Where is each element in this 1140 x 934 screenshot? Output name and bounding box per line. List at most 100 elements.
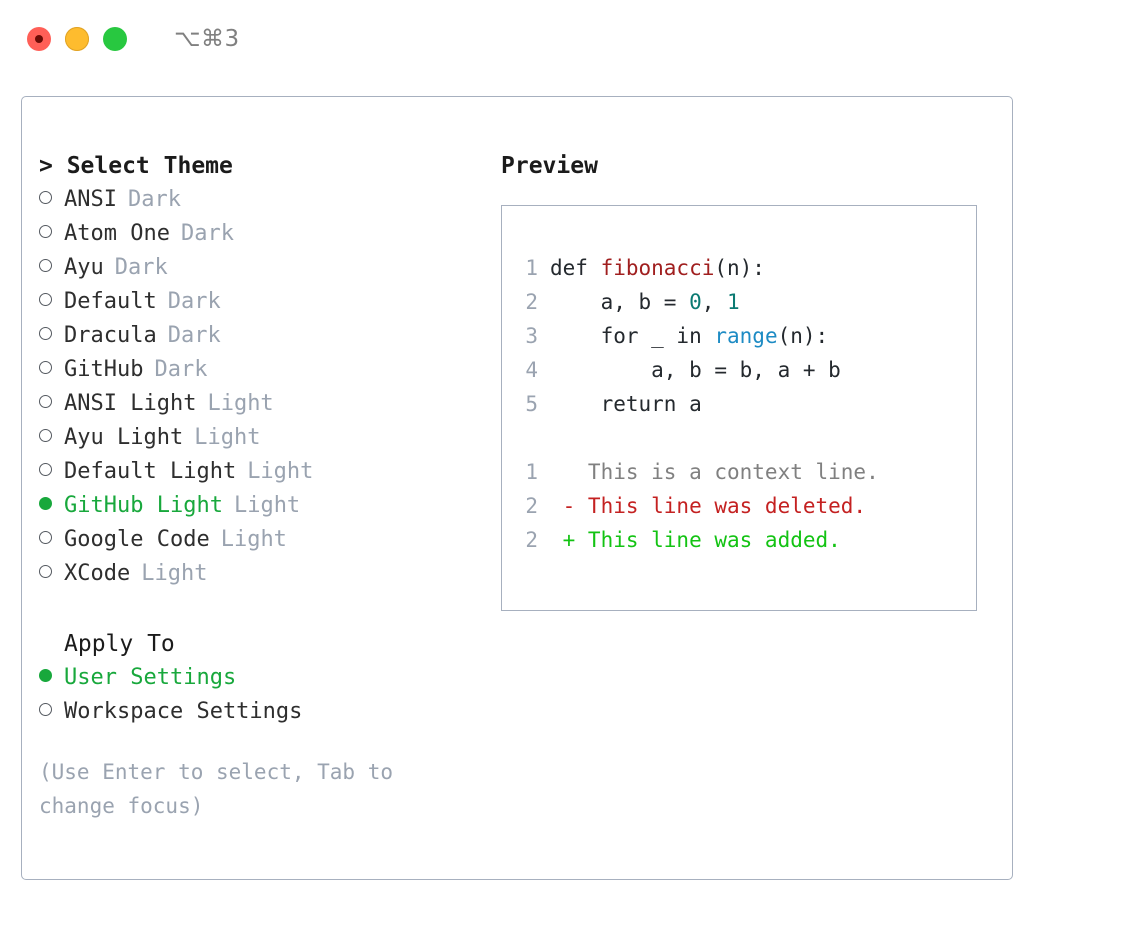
option-label: Ayu Light — [64, 425, 184, 450]
token-plain: a, b = b, a + b — [550, 358, 841, 382]
radio-unselected-icon[interactable] — [39, 703, 52, 716]
code-text: for _ in range(n): — [550, 319, 829, 353]
radio-unselected-icon[interactable] — [39, 463, 52, 476]
option-label: User Settings — [64, 665, 237, 690]
line-number: 2 — [525, 528, 538, 552]
radio-unselected-icon[interactable] — [39, 327, 52, 340]
preview-block-gap — [502, 421, 976, 455]
token-add: + This line was added. — [550, 528, 841, 552]
option-label: ANSI Light — [64, 391, 197, 416]
token-plain: for _ in — [550, 324, 715, 348]
radio-unselected-icon[interactable] — [39, 293, 52, 306]
section-spacer — [39, 591, 469, 627]
theme-option-ayu-light[interactable]: Ayu Light Light — [39, 421, 469, 455]
token-plain: a, b = — [550, 290, 690, 314]
select-theme-heading: > Select Theme — [39, 153, 233, 179]
option-badge: Light — [194, 425, 261, 450]
radio-unselected-icon[interactable] — [39, 429, 52, 442]
token-builtin: range — [714, 324, 778, 348]
code-row: 2 a, b = 0, 1 — [502, 285, 976, 319]
option-label: Default — [64, 289, 157, 314]
theme-option-github-light[interactable]: GitHub Light Light — [39, 489, 469, 523]
option-label: Atom One — [64, 221, 170, 246]
line-number: 4 — [525, 358, 538, 382]
keyboard-shortcut-label: ⌥⌘3 — [174, 26, 240, 52]
option-badge: Dark — [167, 323, 221, 348]
token-plain: , — [701, 290, 728, 314]
theme-option-xcode[interactable]: XCode Light — [39, 557, 469, 591]
option-badge: Light — [220, 527, 287, 552]
code-text: + This line was added. — [550, 523, 841, 557]
code-row: 5 return a — [502, 387, 976, 421]
option-label: Google Code — [64, 527, 210, 552]
token-num: 0 — [689, 290, 702, 314]
hint-spacer — [39, 729, 469, 755]
option-badge: Dark — [180, 221, 234, 246]
token-num: 1 — [727, 290, 740, 314]
diff-row: 2 + This line was added. — [502, 523, 976, 557]
apply-option-workspace-settings[interactable]: Workspace Settings — [39, 695, 469, 729]
diff-row: 1 This is a context line. — [502, 455, 976, 489]
token-fn: fibonacci — [600, 256, 715, 280]
line-number: 1 — [525, 256, 538, 280]
radio-unselected-icon[interactable] — [39, 225, 52, 238]
title-bar: ⌥⌘3 — [0, 0, 1140, 78]
close-window-button[interactable] — [27, 27, 51, 51]
maximize-window-button[interactable] — [103, 27, 127, 51]
preview-diff-block: 1 This is a context line.2 - This line w… — [502, 455, 976, 557]
theme-option-default[interactable]: Default Dark — [39, 285, 469, 319]
code-text: a, b = b, a + b — [550, 353, 841, 387]
option-label: ANSI — [64, 187, 117, 212]
code-row: 4 a, b = b, a + b — [502, 353, 976, 387]
radio-unselected-icon[interactable] — [39, 259, 52, 272]
code-text: This is a context line. — [550, 455, 879, 489]
radio-unselected-icon[interactable] — [39, 531, 52, 544]
option-label: GitHub Light — [64, 493, 223, 518]
theme-option-google-code[interactable]: Google Code Light — [39, 523, 469, 557]
option-badge: Light — [207, 391, 274, 416]
option-label: XCode — [64, 561, 131, 586]
token-plain: (n): — [777, 324, 829, 348]
code-text: return a — [550, 387, 702, 421]
option-badge: Light — [141, 561, 208, 586]
diff-row: 2 - This line was deleted. — [502, 489, 976, 523]
apply-option-user-settings[interactable]: User Settings — [39, 661, 469, 695]
radio-unselected-icon[interactable] — [39, 565, 52, 578]
theme-option-atom-one[interactable]: Atom One Dark — [39, 217, 469, 251]
radio-unselected-icon[interactable] — [39, 361, 52, 374]
option-badge: Dark — [154, 357, 208, 382]
minimize-window-button[interactable] — [65, 27, 89, 51]
radio-unselected-icon[interactable] — [39, 191, 52, 204]
token-del: - This line was deleted. — [550, 494, 867, 518]
option-label: GitHub — [64, 357, 144, 382]
theme-option-github[interactable]: GitHub Dark — [39, 353, 469, 387]
keyboard-hint-text: (Use Enter to select, Tab to change focu… — [39, 760, 406, 818]
radio-selected-icon[interactable] — [39, 497, 52, 510]
line-number: 3 — [525, 324, 538, 348]
option-badge: Light — [233, 493, 301, 518]
option-badge: Dark — [167, 289, 221, 314]
radio-unselected-icon[interactable] — [39, 395, 52, 408]
theme-option-ansi-light[interactable]: ANSI Light Light — [39, 387, 469, 421]
radio-selected-icon[interactable] — [39, 669, 52, 682]
option-badge: Dark — [127, 187, 181, 212]
token-ctx: This is a context line. — [550, 460, 879, 484]
window-controls — [27, 27, 127, 51]
theme-option-ansi[interactable]: ANSI Dark — [39, 183, 469, 217]
option-label: Default Light — [64, 459, 237, 484]
option-label: Ayu — [64, 255, 104, 280]
apply-to-heading: Apply To — [64, 631, 175, 657]
token-plain: (n): — [714, 256, 765, 280]
